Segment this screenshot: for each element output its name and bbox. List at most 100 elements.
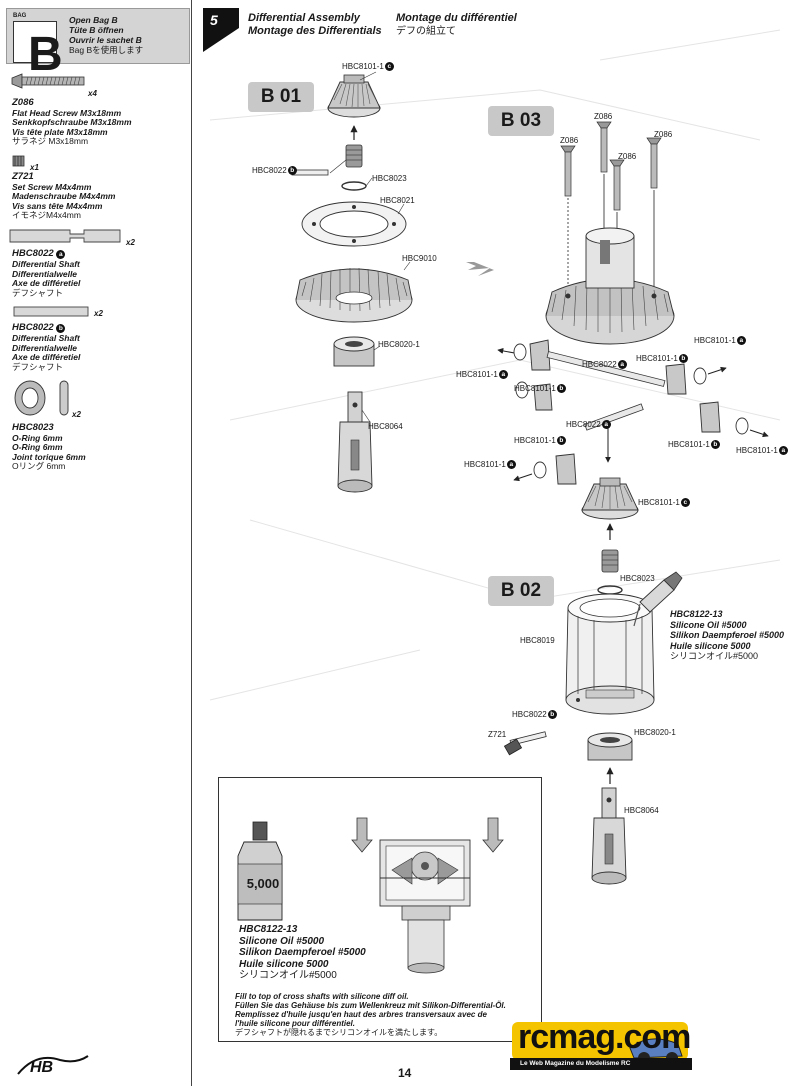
- b03-ring-gear-housing: [545, 227, 675, 345]
- part-variant-badge: a: [506, 460, 516, 470]
- bag-line-fr: Ouvrir le sachet B: [69, 35, 142, 45]
- flat-head-screw-icon: [596, 121, 612, 173]
- part-qty: x2: [72, 410, 81, 419]
- part-desc-de: Differentialwelle: [12, 268, 78, 279]
- part-desc-de: Senkkopfschraube M3x18mm: [12, 117, 132, 127]
- info-oil-fr: Huile silicone 5000: [239, 958, 329, 970]
- flat-head-screw-icon: [11, 73, 85, 89]
- callout-b01-cup: HBC8064: [368, 422, 403, 431]
- callout-b01-oring: HBC8023: [372, 174, 407, 183]
- bag-instructions: Open Bag B Tüte B öffnen Ouvrir le sache…: [69, 15, 143, 55]
- callout-b03-screw: Z086: [560, 136, 579, 145]
- part-variant-badge: b: [710, 440, 720, 450]
- step-title-jp: デフの組立て: [396, 26, 456, 37]
- oil-line-jp: シリコンオイル#5000: [670, 651, 759, 661]
- b02-bevel-gear: [581, 477, 639, 520]
- part-desc-de: O-Ring 6mm: [12, 442, 63, 452]
- watermark-text: rcmag.com: [518, 1018, 691, 1056]
- b01-bearing: [333, 336, 375, 367]
- b01-leader-lines: [329, 71, 411, 423]
- oil-code: HBC8122-13: [670, 609, 723, 619]
- oil-line-de: Silikon Daempferoel #5000: [670, 630, 785, 640]
- part-qty: x1: [30, 163, 39, 172]
- oil-note: HBC8122-13 Silicone Oil #5000 Silikon Da…: [670, 609, 784, 662]
- part-desc-de: Differentialwelle: [12, 342, 78, 353]
- oil-fill-info-box: 5,000 HBC8122-13 Silicone Oil #5000 Sili…: [218, 777, 542, 1042]
- part-variant-badge: b: [678, 354, 688, 364]
- rcmag-watermark: rcmag.com Le Web Magazine du Modelisme R…: [510, 1018, 692, 1074]
- callout-b03-screw: Z086: [618, 152, 637, 161]
- b01-gasket: [301, 201, 407, 247]
- info-oil-jp: シリコンオイル#5000: [239, 970, 337, 981]
- part-qty: x2: [126, 238, 135, 247]
- part-code: Z721: [12, 171, 34, 182]
- part-variant-badge: b: [556, 436, 566, 446]
- parts-icons: [9, 73, 121, 416]
- step-number: 5: [210, 12, 218, 28]
- part-desc-fr: Axe de différetiel: [12, 278, 81, 288]
- part-variant-badge: b: [287, 166, 297, 176]
- b02-output-cup: [591, 787, 627, 885]
- oil-line-fr: Huile silicone 5000: [670, 640, 751, 651]
- part-variant-badge: a: [56, 250, 66, 259]
- instruction-fr: Remplissez d'huile jusqu'en haut des arb…: [235, 1010, 487, 1019]
- callout-b02-cup: HBC8064: [624, 806, 659, 815]
- step-title-de: Montage des Differentials: [248, 25, 382, 37]
- step-title-left: Differential Assembly Montage des Differ…: [248, 12, 382, 38]
- flat-head-screw-icon: [646, 137, 662, 189]
- part-hbc8022a: HBC8022 a Differential Shaft Differentia…: [12, 249, 80, 298]
- b01-bevel-gear: [327, 74, 381, 118]
- part-variant-badge: c: [680, 498, 690, 508]
- part-code: HBC8023: [12, 422, 54, 433]
- part-desc-jp: デフシャフト: [12, 287, 64, 298]
- watermark-subtext: Le Web Magazine du Modelisme RC: [520, 1060, 631, 1067]
- part-code: Z086: [12, 97, 34, 108]
- part-variant-badge: a: [778, 446, 788, 456]
- oil-line-en: Silicone Oil #5000: [670, 619, 747, 630]
- differential-shaft-b-icon: [13, 306, 89, 317]
- step-title-en: Differential Assembly: [248, 12, 360, 24]
- info-bottle: [237, 821, 283, 921]
- b02-set-screw: [601, 549, 619, 573]
- b01-output-cup: [337, 391, 373, 493]
- brand-logo-text: HB: [30, 1059, 53, 1076]
- part-desc-fr: Axe de différetiel: [12, 352, 81, 362]
- subassembly-b03-label: B 03: [488, 106, 554, 136]
- flat-head-screw-icon: [560, 145, 576, 197]
- instruction-jp: デフシャフトが隠れるまでシリコンオイルを満たします。: [235, 1028, 443, 1037]
- instruction-en: Fill to top of cross shafts with silicon…: [235, 992, 409, 1001]
- instruction-fr-2: l'huile silicone pour différentiel.: [235, 1019, 355, 1028]
- part-hbc8022b: HBC8022 b Differential Shaft Differentia…: [12, 323, 80, 372]
- part-variant-badge: b: [556, 384, 566, 394]
- b01-pin: [291, 169, 329, 176]
- o-ring-icon: [14, 380, 69, 416]
- step-title-fr: Montage du différentiel: [396, 12, 517, 24]
- bag-letter: B: [28, 28, 63, 81]
- callout-b02-setscrew: Z721: [488, 730, 507, 739]
- b02-setscrew-z721: [503, 738, 523, 756]
- flat-head-screw-icon: [609, 159, 625, 211]
- part-desc-fr: Vis sans tête M4x4mm: [12, 200, 103, 211]
- callout-b02-case: HBC8019: [520, 636, 555, 645]
- info-oil-de: Silikon Daempferoel #5000: [239, 947, 366, 958]
- b01-o-ring: [341, 181, 367, 191]
- bag-header: BAG B Open Bag B Tüte B öffnen Ouvrir le…: [6, 8, 190, 79]
- part-desc-fr: Joint torique 6mm: [12, 451, 86, 462]
- step-badge: [203, 8, 239, 52]
- callout-b03-screw: Z086: [654, 130, 673, 139]
- part-z721: Z721 Set Screw M4x4mm Madenschraube M4x4…: [12, 172, 115, 221]
- part-code: HBC8022 a: [12, 249, 80, 259]
- b02-diff-case: [565, 593, 655, 715]
- b01-ring-gear: [295, 267, 413, 323]
- callout-b03-screw: Z086: [594, 112, 613, 121]
